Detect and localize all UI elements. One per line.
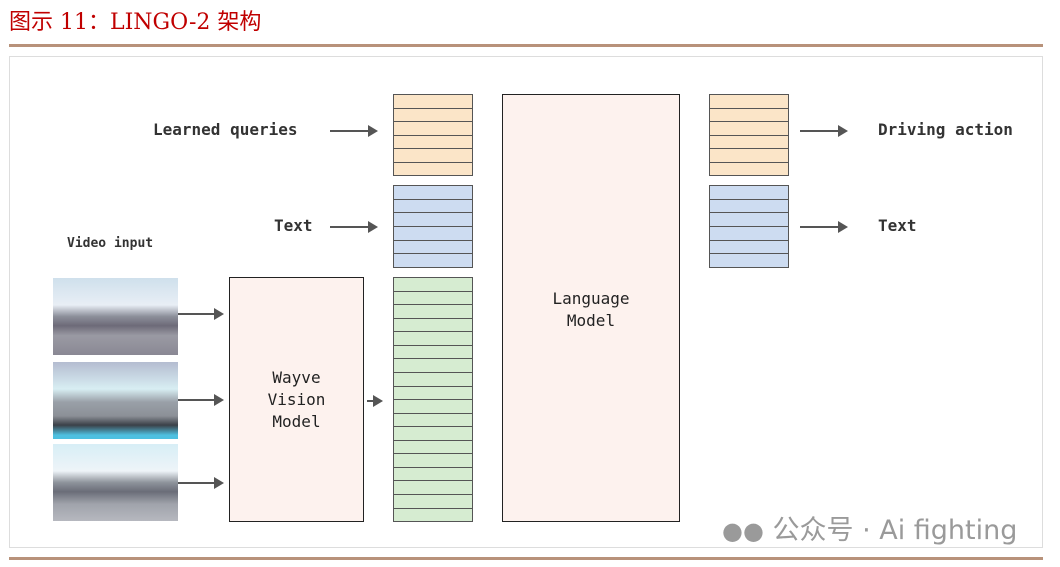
token-row (394, 149, 472, 163)
token-row (710, 254, 788, 267)
token-row (394, 109, 472, 122)
token-row (394, 454, 472, 468)
token-row (394, 400, 472, 414)
token-row (394, 319, 472, 333)
token-row (710, 186, 788, 200)
camera-image-3 (53, 444, 178, 521)
token-row (394, 278, 472, 292)
token-row (394, 509, 472, 522)
token-row (394, 163, 472, 176)
token-row (394, 305, 472, 319)
token-row (394, 414, 472, 428)
token-row (394, 213, 472, 228)
token-row (394, 241, 472, 255)
token-row (710, 213, 788, 228)
token-row (394, 387, 472, 401)
token-row (710, 149, 788, 163)
token-row (394, 468, 472, 482)
token-row (710, 122, 788, 136)
token-row (394, 441, 472, 455)
token-row (394, 95, 472, 109)
token-row (394, 136, 472, 149)
token-row (710, 163, 788, 176)
token-row (394, 292, 472, 306)
arrow-text-in (330, 221, 378, 233)
learned-query-tokens (393, 94, 473, 176)
token-row (394, 373, 472, 387)
token-row (394, 332, 472, 346)
token-row (710, 227, 788, 241)
token-row (710, 109, 788, 122)
diagram-frame (9, 56, 1043, 548)
video-input-label: Video input (67, 236, 154, 251)
vision-tokens (393, 277, 473, 522)
token-row (394, 495, 472, 509)
arrow-vision-out (367, 395, 383, 407)
action-output-tokens (709, 94, 789, 176)
camera-image-2 (53, 362, 178, 439)
arrow-image-1 (178, 308, 224, 320)
bottom-divider (9, 557, 1043, 560)
token-row (394, 122, 472, 136)
text-output-tokens (709, 185, 789, 268)
token-row (710, 200, 788, 214)
token-row (394, 359, 472, 373)
arrow-text-out (800, 221, 848, 233)
arrow-image-3 (178, 477, 224, 489)
text-output-label: Text (878, 216, 917, 235)
text-input-tokens (393, 185, 473, 268)
token-row (394, 346, 472, 360)
token-row (394, 227, 472, 241)
arrow-image-2 (178, 394, 224, 406)
watermark: ●● 公众号 · Ai fighting (722, 508, 1017, 547)
text-input-label: Text (274, 216, 313, 235)
driving-action-label: Driving action (878, 120, 1013, 139)
token-row (394, 427, 472, 441)
arrow-queries-in (330, 125, 378, 137)
learned-queries-label: Learned queries (153, 120, 298, 139)
language-model: Language Model (502, 94, 680, 522)
token-row (394, 186, 472, 200)
watermark-text: 公众号 · Ai fighting (772, 515, 1018, 546)
top-divider (9, 44, 1043, 47)
token-row (394, 200, 472, 214)
figure-title: 图示 11：LINGO-2 架构 (9, 10, 262, 35)
arrow-action-out (800, 125, 848, 137)
wechat-icon: ●● (722, 517, 764, 545)
token-row (394, 481, 472, 495)
token-row (710, 241, 788, 255)
wayve-vision-model: Wayve Vision Model (229, 277, 364, 522)
token-row (710, 95, 788, 109)
token-row (710, 136, 788, 149)
token-row (394, 254, 472, 267)
camera-image-1 (53, 278, 178, 355)
